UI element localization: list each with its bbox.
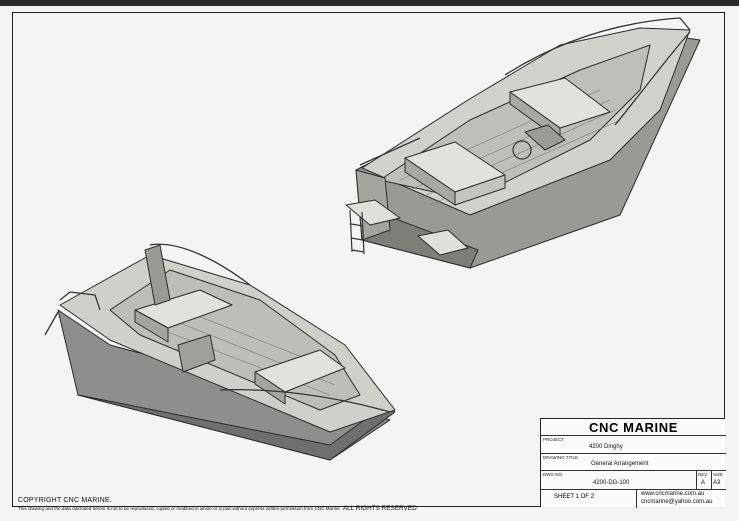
size-divider — [711, 471, 712, 490]
dwg-row: DWG NO 4200-DG-100 REV A SIZE A3 — [541, 471, 726, 490]
copyright-heading: COPYRIGHT CNC MARINE. — [18, 497, 112, 504]
drawing-title-value: General Arrangement — [591, 461, 649, 467]
drawing-border — [12, 12, 725, 507]
boat-lower-left — [44, 243, 396, 461]
dwg-no-label: DWG NO — [543, 472, 562, 477]
rev-value: A — [701, 480, 706, 486]
size-value: A3 — [713, 480, 721, 486]
copyright-text: This drawing and the data disclosed here… — [18, 506, 341, 511]
sheet-divider — [636, 490, 637, 508]
company-name: CNC MARINE — [541, 419, 726, 436]
contact-info: www.cncmarine.com.au cncmarine@yahoo.com… — [641, 490, 712, 506]
drawing-title-row: DRAWING TITLE General Arrangement — [541, 454, 726, 471]
drawing-title-label: DRAWING TITLE — [543, 455, 579, 460]
size-label: SIZE — [713, 472, 724, 477]
rights-reserved: ALL RIGHTS RESERVED — [342, 505, 417, 512]
scan-edge — [0, 0, 739, 6]
project-row: PROJECT 4200 Dinghy — [541, 436, 726, 454]
rev-label: REV — [698, 472, 708, 477]
boat-upper-right — [345, 17, 701, 269]
project-label: PROJECT — [543, 437, 565, 442]
email-link[interactable]: cncmarine@yahoo.com.au — [641, 499, 713, 505]
sheet-number: SHEET 1 OF 2 — [554, 494, 594, 500]
title-block: CNC MARINE PROJECT 4200 Dinghy DRAWING T… — [540, 418, 726, 508]
rev-divider — [696, 471, 697, 490]
project-value: 4200 Dinghy — [589, 444, 623, 450]
copyright-notice: COPYRIGHT CNC MARINE. This drawing and t… — [18, 497, 417, 513]
dwg-no-value: 4200-DG-100 — [593, 480, 630, 486]
website-link[interactable]: www.cncmarine.com.au — [641, 491, 705, 497]
